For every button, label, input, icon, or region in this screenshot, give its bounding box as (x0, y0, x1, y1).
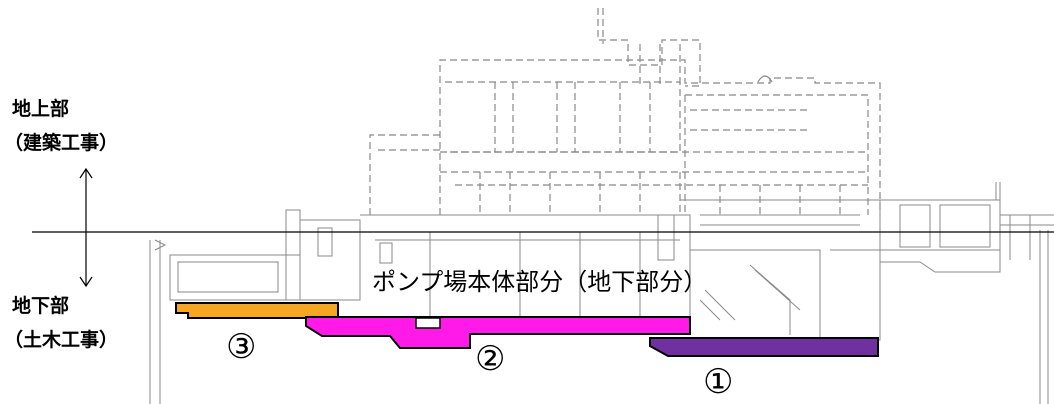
roof-detail (757, 75, 773, 83)
slab-part-3 (175, 302, 339, 319)
part-number-2: ② (475, 339, 506, 379)
pump-station-body-label: ポンプ場本体部分（地下部分） (372, 268, 708, 296)
slab-part-1 (649, 337, 879, 357)
below-ground-sublabel: （土木工事） (4, 329, 119, 351)
structure-below-ground (149, 182, 1054, 404)
above-ground-label: 地上部 (12, 98, 70, 120)
building-outline-above-ground (369, 8, 881, 215)
above-ground-sublabel: （建築工事） (4, 132, 119, 154)
above-below-arrow (79, 167, 93, 288)
part-number-1: ① (703, 362, 734, 402)
slab-part-2 (305, 316, 691, 349)
below-ground-label: 地下部 (12, 295, 70, 317)
part-number-3: ③ (226, 327, 257, 367)
slab-part-2-notch (415, 317, 441, 329)
